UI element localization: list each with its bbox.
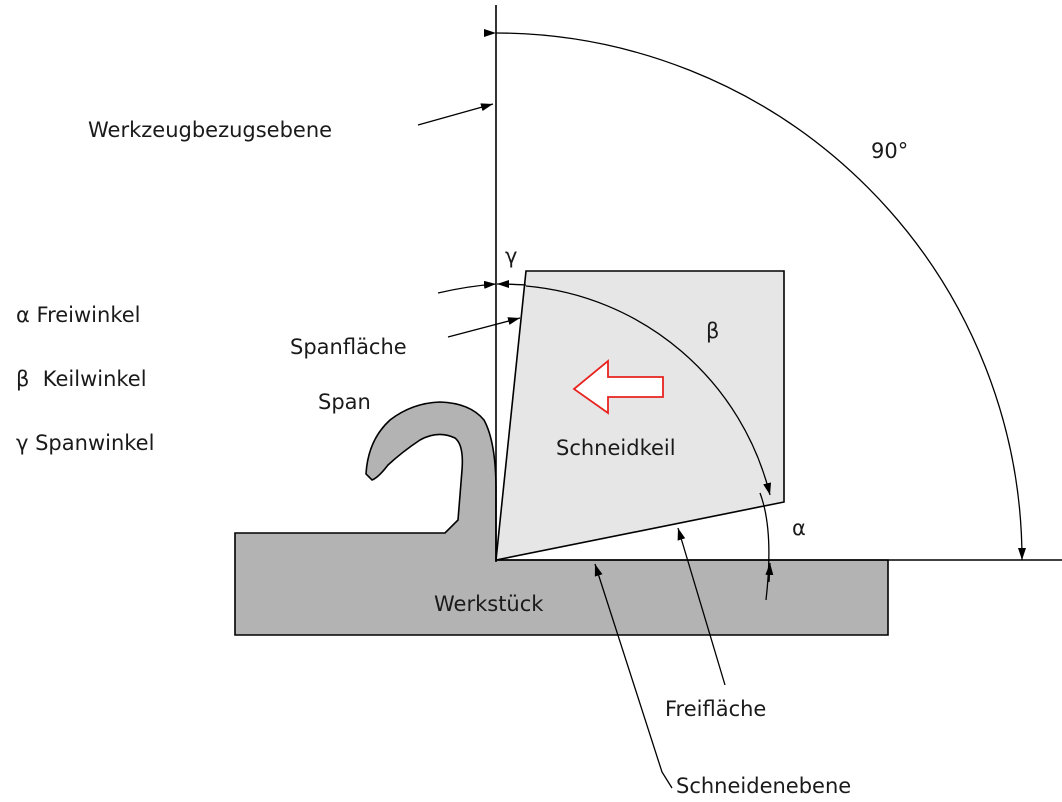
flank-face-leader: [677, 527, 726, 686]
cutting-plane-leader: [594, 563, 673, 789]
rake-angle-arc-2: [496, 280, 527, 289]
cutting-wedge: [495, 270, 785, 561]
legend-item-beta: β Keilwinkel: [16, 367, 147, 391]
flank-face-label: Freifläche: [665, 697, 766, 721]
rake-face-label: Spanfläche: [290, 335, 407, 359]
legend-item-alpha: α Freiwinkel: [16, 303, 140, 327]
clearance-angle-arc: [759, 492, 770, 601]
rake-angle-arc: [437, 280, 497, 294]
gamma-label: γ: [505, 244, 517, 268]
direction-arrow-icon: [572, 359, 664, 415]
wedge-angle-arc: [525, 285, 772, 496]
chip-label: Span: [318, 390, 371, 414]
alpha-label: α: [792, 516, 806, 540]
angle-legend: α Freiwinkel β Keilwinkel γ Spanwinkel: [16, 303, 154, 455]
beta-label: β: [706, 319, 719, 343]
reference-plane-label: Werkzeugbezugsebene: [88, 118, 332, 142]
legend-item-gamma: γ Spanwinkel: [16, 431, 154, 455]
rake-face-leader: [447, 317, 521, 338]
right-angle-arc: [483, 28, 1026, 561]
workpiece-label: Werkstück: [434, 592, 544, 616]
wedge-label: Schneidkeil: [556, 436, 676, 460]
cutting-plane-label: Schneidenebene: [676, 774, 851, 798]
clearance-angle-arrow: [765, 562, 774, 583]
reference-plane-leader: [417, 103, 494, 126]
right-angle-label: 90°: [871, 139, 908, 163]
